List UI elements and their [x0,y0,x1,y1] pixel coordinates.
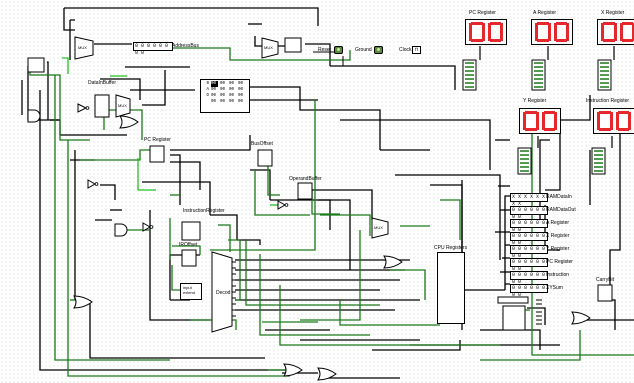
address-bus-label: AddressBus [172,43,199,49]
ram-cell: 00 [238,88,244,92]
a-digit-low [553,22,569,42]
y-digit-high [523,111,539,131]
clock-label: Clock [399,47,412,53]
ram-row-2: D 00 00 00 00 [203,93,247,99]
x-register-display [597,19,634,45]
instruction-register-display-label: Instruction Register [586,98,630,104]
ram-data-in-label: RAMDataIn [546,194,572,200]
ram-cell: 00 [229,94,235,98]
ram-cell: 00 [229,88,235,92]
pc-register-probe-label: PC Register [546,259,573,265]
y-digit-low [541,111,557,131]
reset-button[interactable] [334,46,343,54]
a-digit-high [535,22,551,42]
ram-row-0: 0 00 00 00 00 [203,81,247,87]
mux-top-left-label: MUX [78,45,87,50]
ram-row-addr: D [206,94,209,98]
input-extend-block: input extend [180,283,202,300]
ram-cell: 00 [220,82,226,86]
instruction-register-label: InstructionRegister [183,208,225,214]
y-register-display-label: Y Register [523,98,547,104]
y-register-probe-label: Y Register [546,246,570,252]
ram-cell: 00 [238,100,244,104]
a-register-probe-label: A Register [546,220,570,226]
reset-label: Reset [318,47,332,53]
instr-digit-low [615,111,631,131]
ram-cell: 00 [238,94,244,98]
instruction-register-display [593,108,634,134]
ram-row-1: A 00 00 00 00 [203,87,247,93]
pc-register-display-label: PC Register [469,10,496,16]
x-register-probe-label: X Register [546,233,570,239]
y-register-display [519,108,561,134]
operand-buffer-label: OperandBuffer [289,176,322,182]
ram-row-addr [203,99,209,105]
ram-cell: 00 [211,100,217,104]
address-bus-register: 0 0 0 0 0 0 0 0 [133,42,173,56]
cpu-registers-block [437,252,465,324]
xy-sum-probe: 0 0 0 0 0 0 0 0 [510,284,548,298]
ram-data-out-label: RAMDataOut [546,207,576,213]
y-register-probe: 0 0 0 0 0 0 0 0 [510,245,548,259]
ram-cell: 00 [238,82,244,86]
input-extend-line-2: extend [183,290,196,295]
data-in-buffer-label: DataInBuffer [88,80,116,86]
ram-cell: 00 [220,88,226,92]
bus-offset-label: BusOffset [251,141,273,147]
cpu-registers-label: CPU Registers [434,245,468,251]
x-digit-low [619,22,634,42]
ram-cell: 00 [229,100,235,104]
x-digit-high [601,22,617,42]
a-register-display-label: A Register [533,10,557,16]
decod-label: Decod [216,290,231,296]
carry-bit-label: CarryBit [596,277,615,283]
instruction-probe-label: Instruction [546,272,570,278]
ram-cell: 00 [211,81,218,87]
ground-button[interactable] [374,46,383,54]
mux-top-right-label: MUX [264,45,273,50]
ram-cell: 00 [211,94,217,98]
a-register-probe: 0 0 0 0 0 0 0 0 [510,219,548,233]
ground-label: Ground [355,47,372,53]
instruction-probe: 0 0 0 0 0 0 0 0 [510,271,548,285]
ram-block: 0 00 00 00 00 A 00 00 00 00 D 00 00 00 0… [200,79,250,113]
ram-row-addr: A [206,88,209,92]
pc-register-display [465,19,507,45]
mux-cpu-label: MUX [374,225,383,230]
ram-cell: 00 [220,94,226,98]
input-extend-line-1: input [183,285,192,290]
pc-register-label: PC Register [144,137,171,143]
clock-toggle[interactable]: ⊓ [412,46,421,54]
ram-data-in-probe: X X X X X X X X [510,193,548,207]
xy-sum-label: XYSum [546,285,563,291]
pc-register-probe: 0 0 0 0 0 0 0 0 [510,258,548,272]
x-register-display-label: X Register [601,10,625,16]
pc-digit-low [487,22,503,42]
ir-offset-label: IROffset [179,242,198,248]
x-register-probe: 0 0 0 0 0 0 0 0 [510,232,548,246]
ram-data-out-probe: 0 0 0 0 0 0 0 0 [510,206,548,220]
mux-data-label: MUX [118,103,127,108]
a-register-display [531,19,573,45]
instr-digit-high [597,111,613,131]
pc-digit-high [469,22,485,42]
ram-row-addr: 0 [206,82,209,86]
ram-cell: 00 [220,100,226,104]
ram-cell: 00 [229,82,235,86]
ram-row-3: 00 00 00 00 [203,99,247,105]
ram-cell: 00 [211,88,217,92]
